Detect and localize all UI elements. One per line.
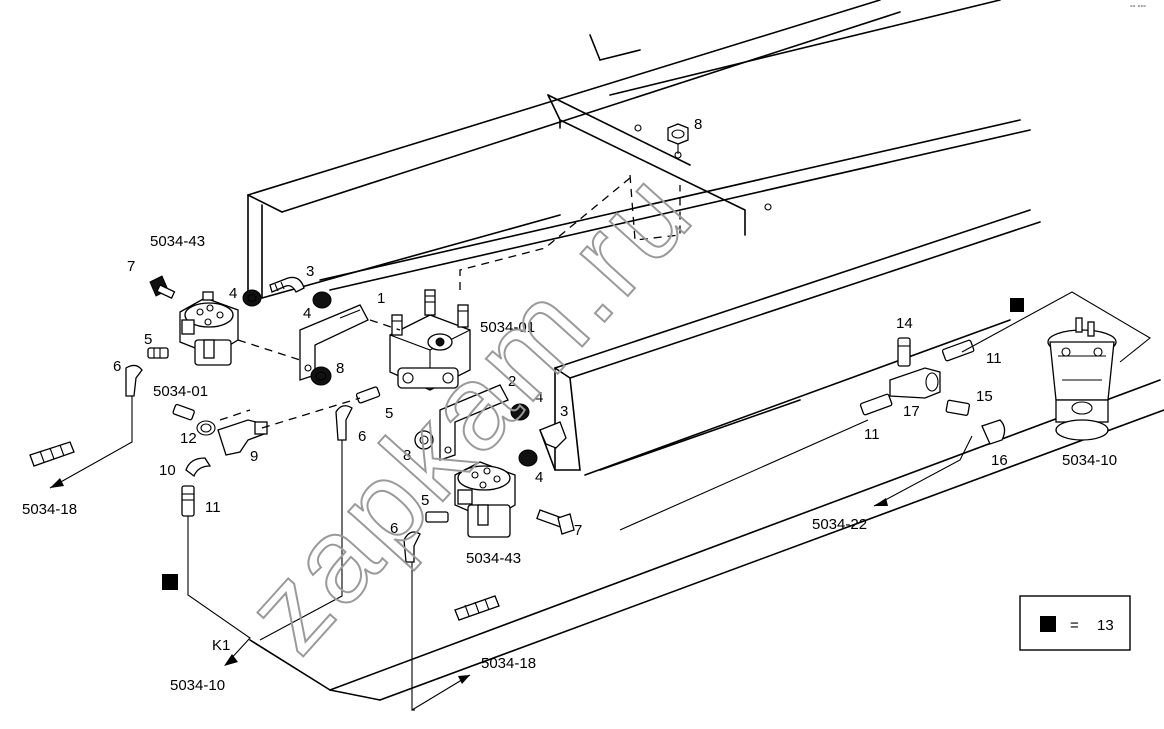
ref-5034-18-left: 5034-18 <box>22 501 77 518</box>
bracket-2 <box>439 384 509 461</box>
label-8-lower: 8 <box>403 447 411 464</box>
label-11-upper-right: 11 <box>986 350 1002 367</box>
frame-rail-upper <box>247 0 1031 301</box>
label-14: 14 <box>896 315 913 332</box>
label-4-left: 4 <box>229 285 237 302</box>
label-5-left: 5 <box>144 331 152 348</box>
label-6-mid: 6 <box>358 428 366 445</box>
right-cluster <box>859 317 1117 445</box>
relay-valve-center <box>389 289 471 391</box>
ref-5034-18-bottom: 5034-18 <box>481 655 536 672</box>
ref-5034-01-left: 5034-01 <box>153 383 208 400</box>
arrowheads <box>50 478 888 684</box>
label-2: 2 <box>508 373 516 390</box>
label-k1: K1 <box>212 637 230 654</box>
label-5-mid: 5 <box>385 405 393 422</box>
label-8-top: 8 <box>694 116 702 133</box>
label-3-right: 3 <box>560 403 568 420</box>
pressure-regulator-left <box>179 291 239 366</box>
label-17: 17 <box>903 403 920 420</box>
label-11-left: 11 <box>205 499 221 516</box>
label-12: 12 <box>180 430 197 447</box>
label-9: 9 <box>250 448 258 465</box>
legend-box: = 13 <box>1019 595 1131 651</box>
label-1: 1 <box>377 290 385 307</box>
ref-5034-01-center: 5034-01 <box>480 319 535 336</box>
label-6-bottom: 6 <box>390 520 398 537</box>
label-6-left: 6 <box>113 358 121 375</box>
label-16: 16 <box>991 452 1008 469</box>
label-5-bottom: 5 <box>421 492 429 509</box>
marker-square-left <box>162 574 178 590</box>
part-labels: 1 2 3 3 4 4 4 4 5 5 5 6 6 6 7 7 8 8 8 9 … <box>113 116 1008 654</box>
marker-square-right <box>1010 298 1024 312</box>
label-4-top: 4 <box>303 305 311 322</box>
legend-value: 13 <box>1097 617 1114 634</box>
fittings <box>29 275 575 621</box>
label-7-bottom: 7 <box>574 522 582 539</box>
watermark: zapkam.ru <box>220 145 719 678</box>
label-3-top: 3 <box>306 263 314 280</box>
frame-rail-lower <box>249 209 1164 701</box>
reference-labels: 5034-43 5034-01 5034-01 5034-43 5034-18 … <box>22 233 1117 694</box>
label-11-lower-right: 11 <box>864 426 880 443</box>
bracket-1 <box>299 304 369 381</box>
ref-5034-10-right: 5034-10 <box>1062 452 1117 469</box>
legend-equals: = <box>1070 617 1079 634</box>
pipe-lines <box>49 291 1151 711</box>
dash-valve-to-rail <box>459 177 631 290</box>
brake-chamber <box>1047 317 1117 441</box>
label-15: 15 <box>976 388 993 405</box>
pressure-regulator-bottom <box>454 461 516 538</box>
ref-5034-43-bottom: 5034-43 <box>466 550 521 567</box>
label-8-mid: 8 <box>336 360 344 377</box>
label-10: 10 <box>159 462 176 479</box>
ref-5034-10-bottom: 5034-10 <box>170 677 225 694</box>
corner-mark: °° °°° <box>1130 4 1146 12</box>
label-4-right-lower: 4 <box>535 469 543 486</box>
ref-5034-43-left: 5034-43 <box>150 233 205 250</box>
label-7-left: 7 <box>127 258 135 275</box>
ref-5034-22: 5034-22 <box>812 516 867 533</box>
bolt-8-top <box>667 123 689 159</box>
label-4-right-upper: 4 <box>535 389 543 406</box>
